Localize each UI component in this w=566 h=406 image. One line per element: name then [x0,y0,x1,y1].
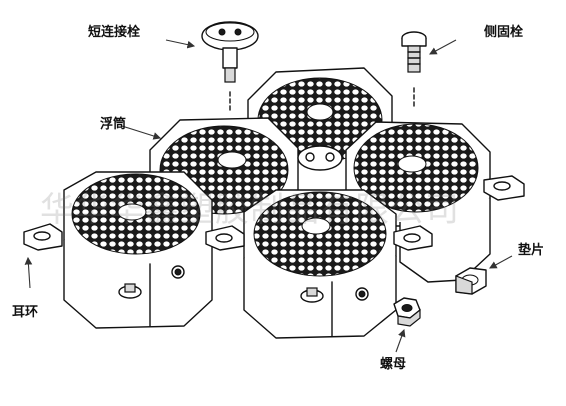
short-bolt-part [201,21,259,83]
label-pad: 垫片 [518,243,545,258]
label-nut: 螺母 [380,357,407,372]
label-side-bolt: 侧固栓 [484,25,524,40]
arrow-pad [489,255,513,269]
arrow-short-bolt [165,39,196,49]
ear-ring-front [393,225,433,251]
arrow-ear-ring [24,256,33,289]
label-ear-ring: 耳环 [12,305,39,320]
label-float: 浮筒 [100,117,127,132]
label-short-bolt: 短连接栓 [88,25,141,40]
center-connector [297,145,343,171]
side-bolt-part [401,31,427,73]
ear-ring-left [23,223,63,251]
arrow-float [121,125,162,140]
nut-part [393,297,421,327]
ear-ring-middle [205,225,245,251]
float-middle-right [345,121,491,283]
float-front-left [63,171,213,329]
float-front-right [243,189,397,339]
ear-ring-right [483,175,525,201]
pad-part [455,267,487,295]
arrow-side-bolt [429,39,457,55]
arrow-nut [395,328,406,353]
watermark: 华华华鑫塑胶制品有限公司 [40,190,460,230]
